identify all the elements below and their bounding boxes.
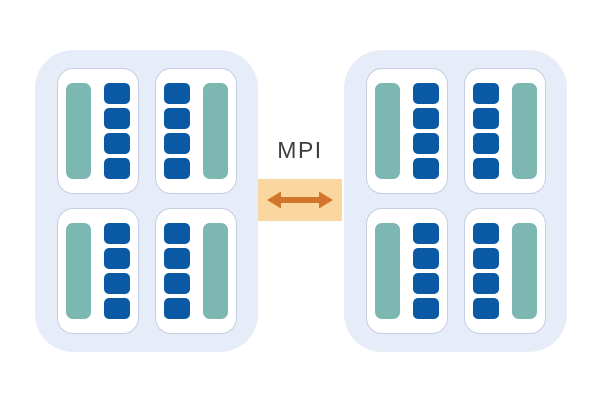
memory-bar: [511, 83, 537, 179]
core: [472, 273, 499, 294]
core: [163, 158, 190, 179]
core-column: [412, 83, 439, 179]
core: [412, 223, 439, 244]
memory-bar: [65, 83, 91, 179]
core-column: [163, 223, 190, 319]
memory-bar: [374, 223, 400, 319]
core: [412, 83, 439, 104]
core-column: [103, 83, 130, 179]
core: [163, 133, 190, 154]
double-arrow-icon: [267, 191, 333, 209]
mpi-label: MPI: [277, 137, 323, 163]
cpu-socket: [154, 68, 237, 194]
core: [103, 223, 130, 244]
core-column: [412, 223, 439, 319]
core-column: [472, 83, 499, 179]
core: [412, 158, 439, 179]
core: [472, 158, 499, 179]
cpu-socket: [463, 68, 546, 194]
core: [412, 273, 439, 294]
core-column: [472, 223, 499, 319]
cpu-socket: [56, 68, 139, 194]
core: [472, 108, 499, 129]
core: [472, 223, 499, 244]
cpu-socket: [463, 208, 546, 334]
memory-bar: [202, 223, 228, 319]
core: [103, 133, 130, 154]
core: [412, 248, 439, 269]
compute-node-left: [35, 50, 258, 352]
cpu-socket: [56, 208, 139, 334]
core-column: [163, 83, 190, 179]
core: [412, 108, 439, 129]
core: [103, 108, 130, 129]
memory-bar: [374, 83, 400, 179]
core: [103, 298, 130, 319]
core: [163, 273, 190, 294]
memory-bar: [511, 223, 537, 319]
core-column: [103, 223, 130, 319]
core: [103, 83, 130, 104]
memory-bar: [202, 83, 228, 179]
mpi-box: [258, 179, 342, 221]
core: [412, 133, 439, 154]
cpu-socket: [365, 208, 448, 334]
core: [472, 248, 499, 269]
cpu-socket: [154, 208, 237, 334]
memory-bar: [65, 223, 91, 319]
core: [163, 298, 190, 319]
core: [163, 223, 190, 244]
core: [163, 108, 190, 129]
cpu-socket: [365, 68, 448, 194]
mpi-interconnect: MPI: [258, 137, 342, 221]
core: [103, 158, 130, 179]
core: [412, 298, 439, 319]
compute-node-right: [344, 50, 567, 352]
core: [103, 273, 130, 294]
core: [103, 248, 130, 269]
core: [472, 83, 499, 104]
core: [472, 133, 499, 154]
core: [472, 298, 499, 319]
core: [163, 248, 190, 269]
core: [163, 83, 190, 104]
